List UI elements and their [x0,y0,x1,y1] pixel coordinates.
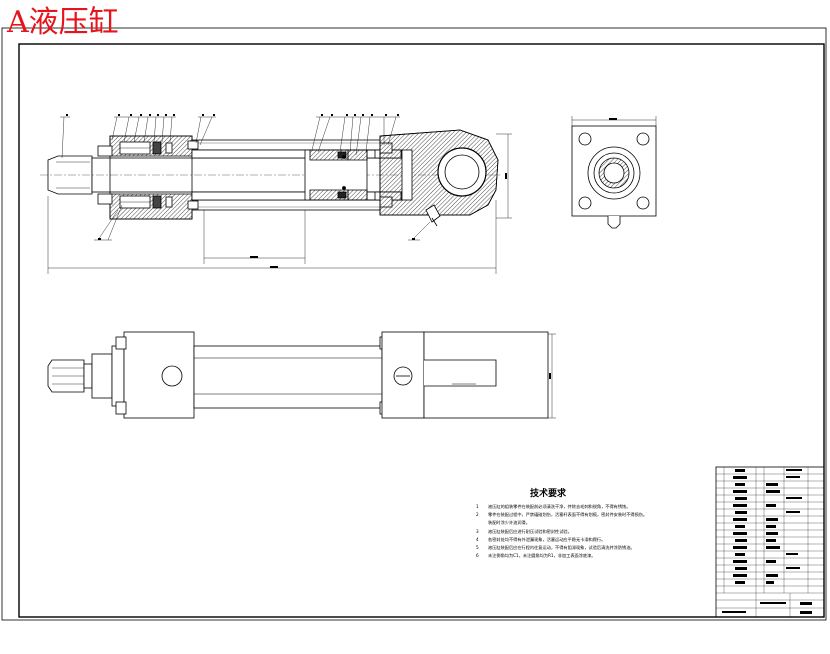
note-text: 各密封处均不得有外泄漏现象，活塞运动应平稳无卡滞和爬行。 [488,536,606,542]
note-row: 2 零件在装配过程中，严禁磕碰划伤，活塞杆表面不得有划痕，密封件安装时不得损伤。 [476,511,691,519]
technical-requirements-list: 1 液压缸的组装零件在装配前必须清洗干净，并除去毛刺和锐角，不得有锈蚀。 2 零件在… [476,503,691,560]
note-row: 1 液压缸的组装零件在装配前必须清洗干净，并除去毛刺和锐角，不得有锈蚀。 [476,503,691,511]
sectional-view [40,116,512,274]
note-number: 6 [476,553,479,559]
note-text: 液压缸的组装零件在装配前必须清洗干净，并除去毛刺和锐角，不得有锈蚀。 [488,504,631,509]
note-row: 4 各密封处均不得有外泄漏现象，活塞运动应平稳无卡滞和爬行。 [476,536,691,544]
note-row: 6 未注倒角均为C1，未注圆角均为R1，非加工表面涂底漆。 [476,552,691,560]
note-text: 零件在装配过程中，严禁磕碰划伤，活塞杆表面不得有划痕，密封件安装时不得损伤。 [488,512,648,518]
note-text: 液压缸装配后应进行耐压试验和密封性试验。 [488,528,572,534]
end-view [571,116,657,229]
external-view [47,331,556,419]
balloon-markers [66,114,617,379]
note-number: 3 [476,528,479,534]
note-number: 5 [476,545,479,551]
note-number: 4 [476,536,479,542]
note-row: 装配时涂少许油润滑。 [476,519,691,527]
note-number: 2 [476,512,479,518]
note-text: 装配时涂少许油润滑。 [488,520,530,526]
note-text: 未注倒角均为C1，未注圆角均为R1，非加工表面涂底漆。 [488,553,596,559]
note-row: 5 液压缸装配后应在行程内往复运动，不得有阻滞现象，试验后清洗并涂防锈油。 [476,544,691,552]
technical-requirements-heading: 技术要求 [530,489,567,499]
note-row: 3 液压缸装配后应进行耐压试验和密封性试验。 [476,528,691,536]
note-text: 液压缸装配后应在行程内往复运动，不得有阻滞现象，试验后清洗并涂防锈油。 [488,545,635,551]
note-number: 1 [476,504,479,509]
parts-list [715,466,825,618]
sheet-border [1,27,827,621]
drawing-title: A液压缸 [7,5,119,40]
